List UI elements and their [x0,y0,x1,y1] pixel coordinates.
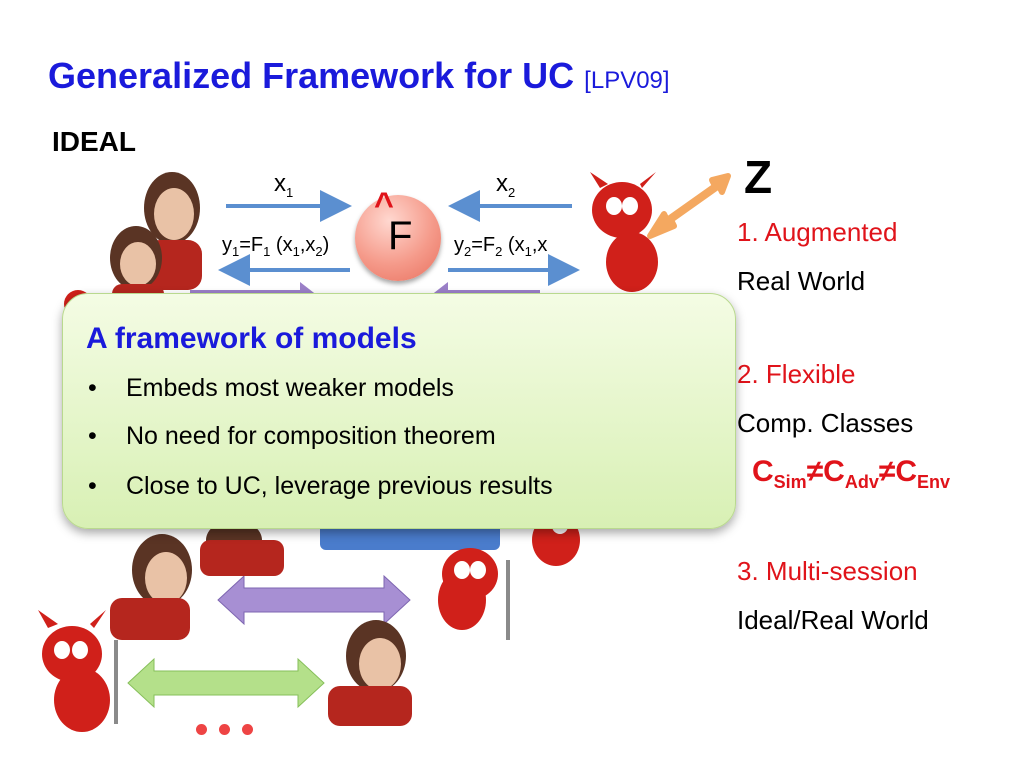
purple-double-arrow [217,574,411,626]
functionality-label: F [388,214,413,258]
hat-symbol: ^ [374,186,394,224]
property-1-text: Real World [737,266,866,296]
slide-title: Generalized Framework for UC [LPV09] [48,55,670,97]
woman-phone-icon [110,534,192,640]
title-text: Generalized Framework for UC [48,55,575,96]
property-3-heading: 3. Multi-session [737,556,918,586]
x2-label: x2 [496,170,516,200]
y1-label: y1=F1 (x1,x2) [222,234,330,259]
callout-bullet: •Close to UC, leverage previous results [88,472,553,500]
callout-bullet: •Embeds most weaker models [88,374,454,402]
ideal-label: IDEAL [52,126,136,157]
property-2-heading: 2. Flexible [737,359,856,389]
ellipsis-dots-icon [196,722,265,740]
property-1-heading: 1. Augmented [737,217,898,247]
green-double-arrow [127,657,325,709]
woman-phone-icon [328,620,412,726]
z-label: Z [744,151,773,203]
x1-label: x1 [274,170,294,200]
callout-title: A framework of models [86,322,417,355]
property-3-text: Ideal/Real World [737,605,929,635]
devil-icon [438,548,510,640]
callout-bullet: •No need for composition theorem [88,422,496,450]
framework-callout [62,293,736,529]
z-orange-arrow [647,173,731,239]
woman-phone-icon [200,520,284,576]
woman-phone-icon [110,226,164,304]
y2-label: y2=F2 (x1,x [454,234,548,259]
functionality-circle [355,195,441,281]
property-2-text: Comp. Classes [737,408,914,438]
c-inequality: CSim≠CAdv≠CEnv [752,455,950,492]
devil-icon [38,610,118,732]
title-reference: [LPV09] [584,67,670,94]
devil-icon [590,172,658,292]
